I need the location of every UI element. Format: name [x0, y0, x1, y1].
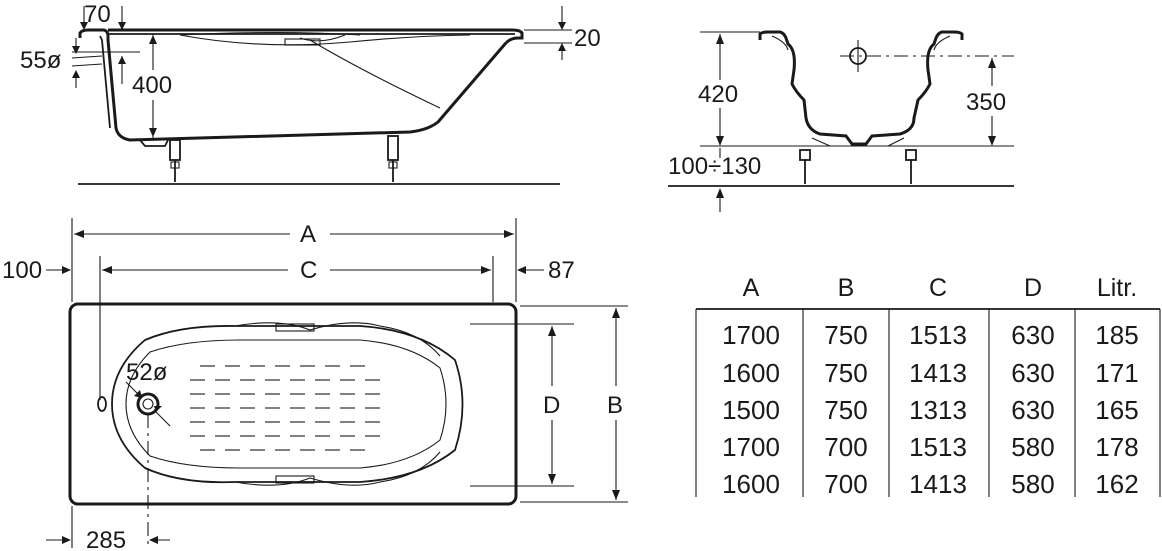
side-tub-inner — [99, 35, 111, 129]
end-leg-right — [887, 137, 917, 184]
table-cell: 1600 — [722, 358, 780, 388]
dim-length-a: A — [300, 221, 316, 248]
table-header-c: C — [929, 274, 947, 302]
top-handle-upper — [275, 323, 315, 332]
table-cell: 580 — [1011, 469, 1054, 499]
table-cell: 700 — [824, 469, 867, 499]
table-cell: 1513 — [909, 320, 967, 350]
dim-rim-width: 70 — [84, 1, 111, 28]
end-leg-left — [799, 137, 831, 184]
side-tub-profile — [78, 28, 524, 142]
table-cell: 165 — [1095, 395, 1138, 425]
table-cell: 1413 — [909, 469, 967, 499]
side-curve-2 — [179, 31, 361, 36]
top-handle-lower — [275, 475, 315, 484]
dim-end-height: 420 — [698, 81, 738, 108]
table-cell: 580 — [1011, 432, 1054, 462]
table-cell: 750 — [824, 320, 867, 350]
table-cell: 1700 — [722, 432, 780, 462]
dim-leg-range: 100÷130 — [668, 153, 761, 180]
table-header-b: B — [838, 274, 855, 302]
dim-left-offset: 100 — [2, 257, 42, 284]
dim-rim-height: 20 — [574, 25, 601, 52]
table-cell: 630 — [1011, 358, 1054, 388]
dim-right-offset: 87 — [548, 257, 575, 284]
table-header-litr: Litr. — [1097, 274, 1137, 302]
top-outer-rim — [68, 302, 518, 506]
end-view: 420 350 100÷130 — [668, 30, 1014, 212]
table-header-a: A — [743, 274, 760, 302]
table-cell: 750 — [824, 358, 867, 388]
side-curve-4 — [309, 39, 441, 109]
dim-width-b: B — [607, 392, 623, 419]
top-antislip-pattern — [190, 365, 380, 451]
side-overflow-pipe — [71, 55, 103, 67]
side-drain — [139, 139, 169, 147]
dim-overflow-diameter: 55ø — [20, 47, 62, 74]
table-cell: 1600 — [722, 469, 780, 499]
top-view: A C 100 87 D B 52ø — [2, 218, 628, 551]
table-cell: 185 — [1095, 320, 1138, 350]
side-view: 70 55ø 400 20 — [20, 1, 601, 185]
table-cell: 162 — [1095, 469, 1138, 499]
table-row: 1700 750 1513 630 185 — [722, 320, 1139, 350]
side-curve-1 — [179, 34, 471, 46]
table-header-d: D — [1024, 274, 1042, 302]
table-cell: 171 — [1095, 358, 1138, 388]
dim-drain-diameter: 52ø — [126, 359, 168, 386]
dim-drain-offset: 285 — [86, 527, 126, 551]
table-cell: 1500 — [722, 395, 780, 425]
dim-depth: 400 — [132, 72, 172, 99]
side-leg-right — [387, 135, 399, 182]
table-row: 1600 750 1413 630 171 — [722, 358, 1139, 388]
dim-overflow-height: 350 — [966, 89, 1006, 116]
top-overflow — [97, 396, 107, 412]
end-tub-profile — [758, 30, 964, 146]
table-cell: 700 — [824, 432, 867, 462]
table-cell: 1413 — [909, 358, 967, 388]
dim-inner-length-c: C — [300, 257, 317, 284]
table-cell: 1700 — [722, 320, 780, 350]
top-inner-basin — [111, 325, 464, 484]
table-cell: 750 — [824, 395, 867, 425]
table-cell: 630 — [1011, 395, 1054, 425]
dimension-table: A B C D Litr. 1700 750 1513 630 185 1600… — [695, 274, 1161, 499]
side-leg-left — [169, 139, 181, 182]
table-cell: 1313 — [909, 395, 967, 425]
table-cell: 1513 — [909, 432, 967, 462]
side-handle-slot — [284, 38, 321, 46]
table-cell: 178 — [1095, 432, 1138, 462]
table-row: 1600 700 1413 580 162 — [722, 469, 1139, 499]
table-cell: 630 — [1011, 320, 1054, 350]
dim-inner-width-d: D — [543, 392, 560, 419]
table-row: 1500 750 1313 630 165 — [722, 395, 1139, 425]
side-curve-3 — [299, 34, 346, 42]
table-header-row: A B C D Litr. — [743, 274, 1137, 302]
table-row: 1700 700 1513 580 178 — [722, 432, 1139, 462]
